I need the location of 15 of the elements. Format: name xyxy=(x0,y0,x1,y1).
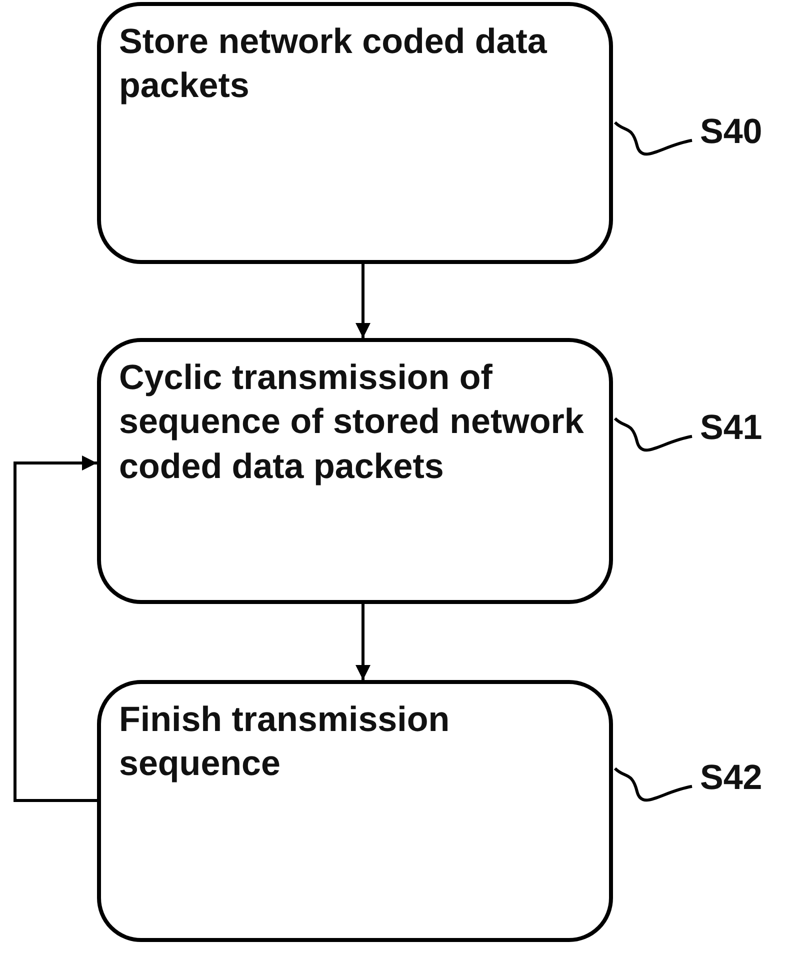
step-number: S42 xyxy=(700,760,788,804)
process-box xyxy=(97,680,613,942)
leader-line xyxy=(614,417,692,452)
step-text: Store network coded data packets xyxy=(119,21,548,108)
step-text: Finish transmission sequence xyxy=(119,699,451,786)
leader-line xyxy=(614,121,692,156)
step-number: S41 xyxy=(700,410,788,454)
step-text: Cyclic transmission of sequence of stored network coded data packets xyxy=(119,357,585,488)
process-box xyxy=(97,338,613,604)
arrow xyxy=(14,456,97,802)
leader-line xyxy=(614,767,692,802)
arrow xyxy=(356,604,370,680)
process-box xyxy=(97,2,613,264)
arrow xyxy=(356,264,370,338)
step-number: S40 xyxy=(700,114,788,158)
